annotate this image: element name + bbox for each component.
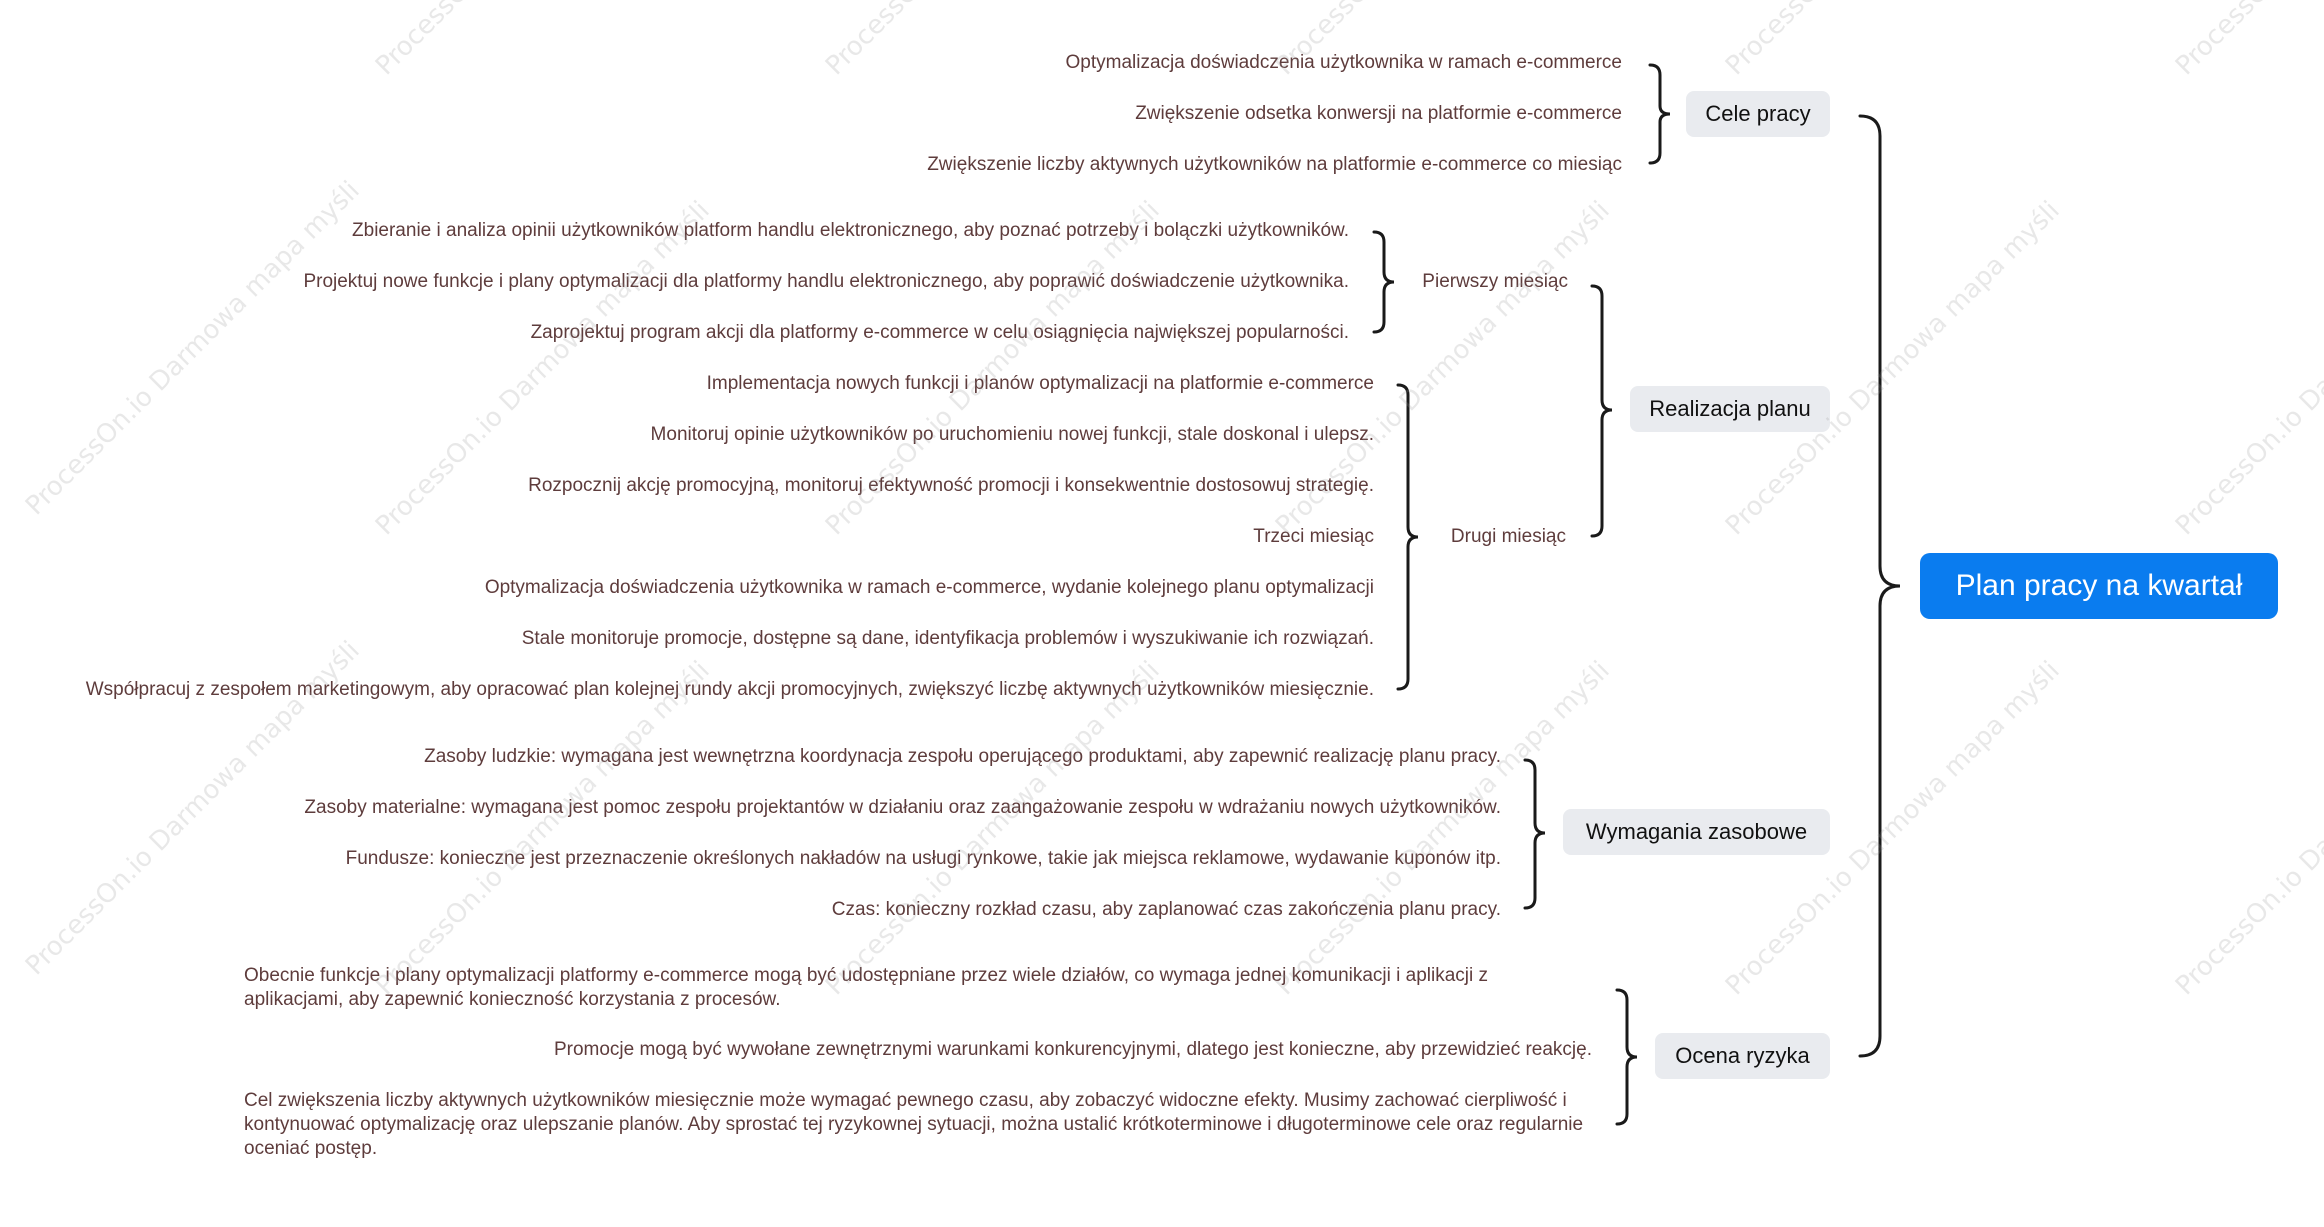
root-label: Plan pracy na kwartał [1955, 569, 2243, 602]
branch-label: Wymagania zasobowe [1585, 819, 1808, 844]
wymagania-item: Czas: konieczny rozkład czasu, aby zapla… [831, 899, 1501, 920]
wymagania-brace [1523, 758, 1546, 910]
second-month-item: Rozpocznij akcję promocyjną, monitoruj e… [528, 475, 1374, 496]
ryzyko-item: Obecnie funkcje i plany optymalizacji pl… [244, 965, 1489, 1010]
realizacja-brace [1590, 284, 1613, 538]
second-month-item: Stale monitoruje promocje, dostępne są d… [521, 628, 1374, 649]
cele-item: Zwiększenie liczby aktywnych użytkownikó… [927, 154, 1622, 175]
root-node[interactable]: Plan pracy na kwartał [1920, 553, 2278, 619]
first-month-item: Zaprojektuj program akcji dla platformy … [530, 322, 1349, 343]
first-month-item: Projektuj nowe funkcje i plany optymaliz… [303, 271, 1349, 292]
root-brace [1858, 114, 1901, 1058]
branch-cele-pracy[interactable]: Cele pracy [1686, 91, 1830, 137]
ryzyko-brace [1615, 988, 1638, 1126]
second-month-item: Monitoruj opinie użytkowników po uruchom… [650, 424, 1374, 445]
second-month-item: Implementacja nowych funkcji i planów op… [706, 373, 1374, 394]
branch-wymagania-zasobowe[interactable]: Wymagania zasobowe [1563, 809, 1830, 855]
branch-label: Realizacja planu [1649, 396, 1811, 421]
branch-ocena-ryzyka[interactable]: Ocena ryzyka [1655, 1033, 1830, 1079]
wymagania-item: Fundusze: konieczne jest przeznaczenie o… [345, 848, 1501, 869]
first-month-item: Zbieranie i analiza opinii użytkowników … [352, 220, 1349, 241]
branch-label: Ocena ryzyka [1675, 1043, 1810, 1068]
ryzyko-item: Promocje mogą być wywołane zewnętrznymi … [553, 1039, 1592, 1060]
cele-item: Optymalizacja doświadczenia użytkownika … [1065, 52, 1622, 73]
branch-realizacja-planu[interactable]: Realizacja planu [1630, 386, 1830, 432]
wymagania-item: Zasoby materialne: wymagana jest pomoc z… [304, 797, 1501, 818]
ryzyko-item: Cel zwiększenia liczby aktywnych użytkow… [244, 1090, 1584, 1159]
sub-drugi-miesiac[interactable]: Drugi miesiąc [1450, 526, 1566, 547]
second-month-item: Trzeci miesiąc [1253, 526, 1374, 547]
wymagania-item: Zasoby ludzkie: wymagana jest wewnętrzna… [424, 746, 1501, 767]
first-month-brace [1372, 230, 1395, 334]
second-month-brace [1396, 383, 1419, 691]
second-month-item: Optymalizacja doświadczenia użytkownika … [484, 577, 1374, 598]
branch-label: Cele pracy [1705, 101, 1811, 126]
second-month-item: Współpracuj z zespołem marketingowym, ab… [85, 679, 1374, 700]
cele-item: Zwiększenie odsetka konwersji na platfor… [1135, 103, 1622, 124]
sub-pierwszy-miesiac[interactable]: Pierwszy miesiąc [1422, 271, 1568, 292]
cele-brace [1648, 63, 1671, 165]
